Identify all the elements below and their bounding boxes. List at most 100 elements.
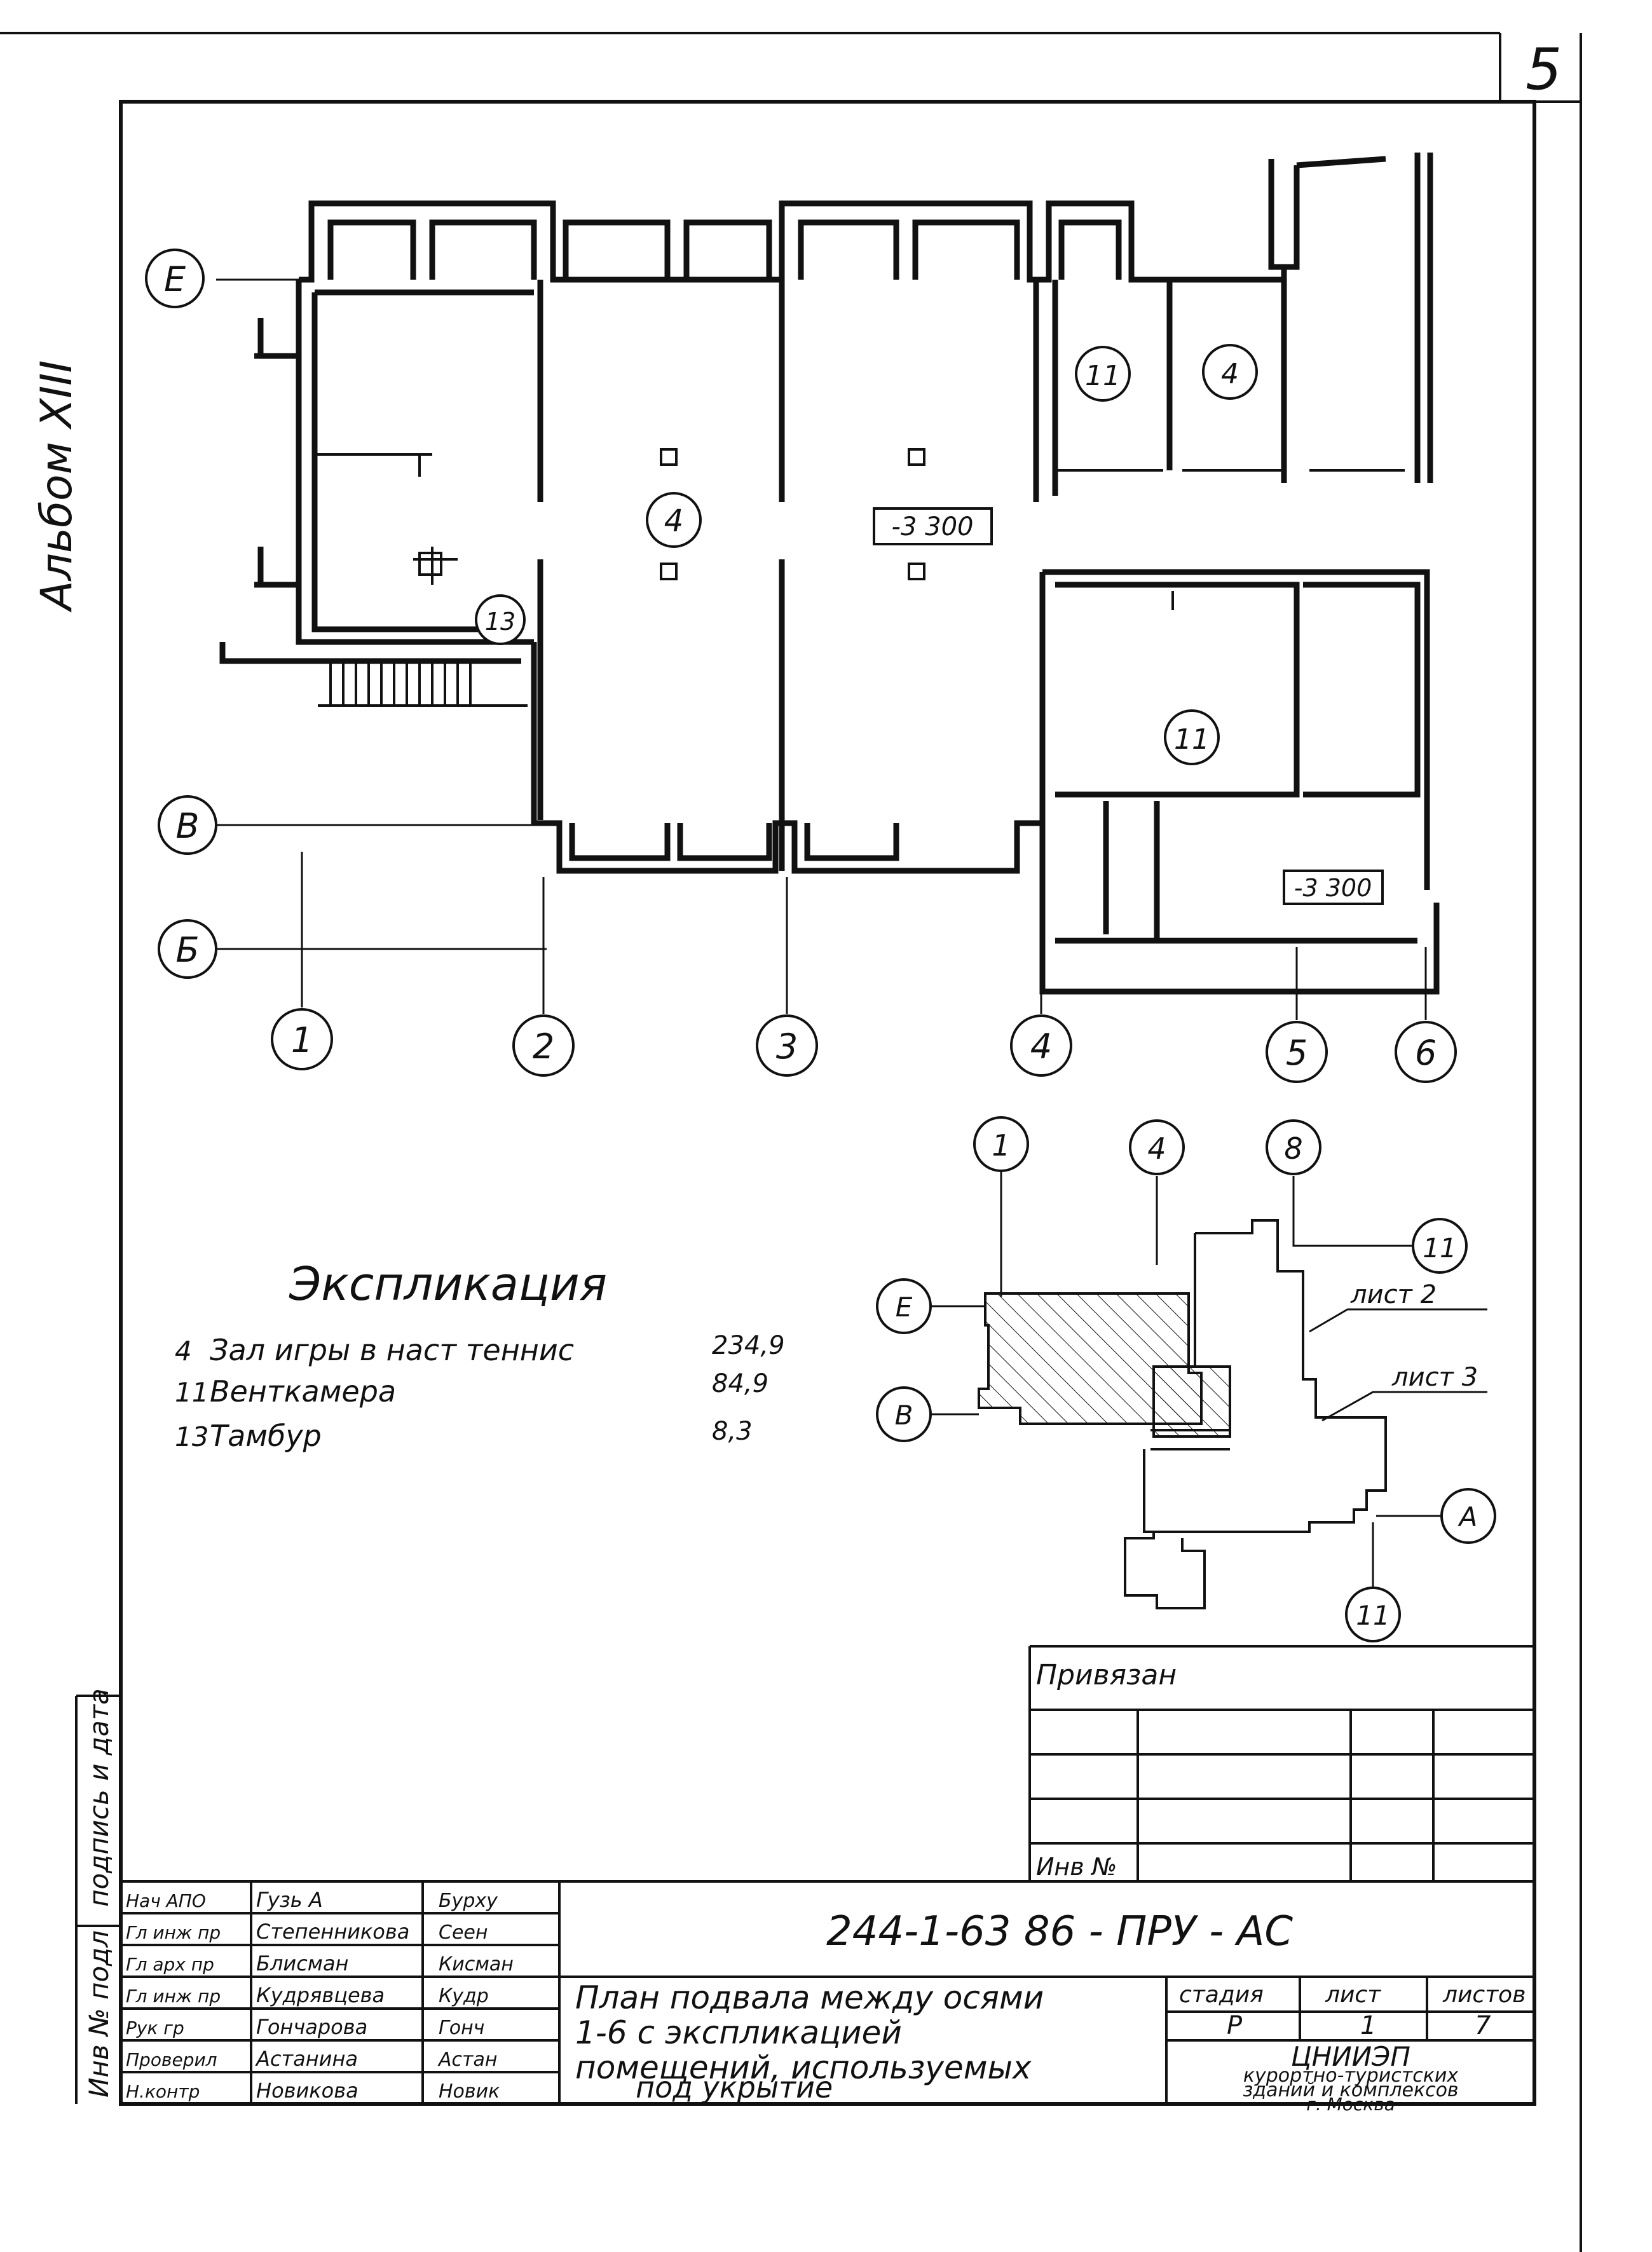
description-line-3: помещений, используемых — [575, 2049, 1032, 2086]
stamp-role: Проверил — [126, 2049, 217, 2070]
stamp-role: Рук гр — [126, 2017, 184, 2038]
org-line-3: зданий и комплексов — [1243, 2079, 1458, 2101]
stamp-role-row: Рук гр Гончарова Гонч — [126, 2015, 484, 2039]
sheets-header: листов — [1442, 1982, 1526, 2008]
explication-title: Экспликация — [289, 1257, 607, 1311]
stage-value: Р — [1227, 2011, 1243, 2040]
privyazan-table — [1028, 1645, 1534, 1881]
stamp-person: Кудрявцева — [256, 1983, 385, 2007]
org-line-4: г. Москва — [1306, 2094, 1395, 2115]
stamp-signature: Новик — [439, 2080, 500, 2103]
sheet-header: лист — [1325, 1982, 1381, 2008]
axis-number-2: 2 — [533, 1027, 554, 1067]
stamp-role: Н.контр — [126, 2081, 200, 2102]
room-tag-11-right: 11 — [1174, 723, 1210, 756]
description-line-4: под укрытие — [636, 2070, 833, 2105]
plan-walls — [219, 153, 1440, 995]
stamp-role-row: Гл инж пр Степенникова Сеен — [126, 1920, 488, 1944]
plan-columns — [418, 448, 925, 580]
explication-row: 13 Тамбур 8,3 — [175, 1417, 753, 1453]
level-mark-hall: -3 300 — [892, 512, 974, 542]
axis-number-bubbles — [271, 1008, 1457, 1083]
inv-label: Инв № — [1036, 1853, 1117, 1881]
key-axis-e: Е — [896, 1292, 913, 1323]
axis-letter-b: Б — [175, 930, 199, 970]
stamp-role-row: Н.контр Новикова Новик — [126, 2078, 500, 2103]
stamp-role: Гл инж пр — [126, 1986, 221, 2007]
axis-number-5: 5 — [1286, 1033, 1307, 1073]
stamp-person: Блисман — [256, 1951, 348, 1976]
key-axis-4: 4 — [1147, 1131, 1166, 1166]
org-line-1: ЦНИИЭП — [1291, 2041, 1410, 2072]
room-tag-11-top: 11 — [1085, 360, 1121, 392]
axis-lines — [216, 278, 1427, 1020]
org-line-2: курортно-туристских — [1243, 2064, 1458, 2087]
explication-row-area: 84,9 — [712, 1369, 768, 1398]
stamp-signature: Кудр — [439, 1985, 489, 2007]
stamp-signature: Гонч — [439, 2017, 484, 2039]
axis-number-3: 3 — [776, 1027, 798, 1067]
key-plan-bubbles — [876, 1116, 1496, 1642]
level-mark-box-hall — [873, 507, 993, 545]
key-sheet-label-2: лист 2 — [1350, 1280, 1437, 1309]
signature-date-label: подпись и дата — [83, 1688, 114, 1907]
level-mark-right: -3 300 — [1294, 874, 1372, 902]
description-line-1: План подвала между осями — [575, 1979, 1044, 2016]
key-plan: 1 4 8 11 Е В А 11 лист 2 лист 3 — [876, 1116, 1496, 1642]
explication-row-name: Венткамера — [210, 1374, 396, 1409]
stage-header: стадия — [1179, 1982, 1264, 2008]
key-plan-leaders — [931, 1171, 1487, 1589]
stamp-role: Нач АПО — [126, 1890, 206, 1911]
stamp-role-row: Нач АПО Гузь А Бурху — [126, 1888, 498, 1912]
room-tag-13: 13 — [485, 608, 515, 636]
axis-number-1: 1 — [291, 1020, 313, 1060]
key-plan-outline — [978, 1219, 1387, 1609]
explication-row-name: Тамбур — [210, 1419, 322, 1453]
drawing-code: 244-1-63 86 - ПРУ - АС — [826, 1908, 1293, 1955]
explication-row-area: 8,3 — [712, 1417, 753, 1446]
stamp-role-row: Гл инж пр Кудрявцева Кудр — [126, 1983, 489, 2007]
sheet-value: 1 — [1360, 2011, 1376, 2040]
stamp-grid — [121, 1880, 1534, 2104]
key-axis-v: В — [895, 1400, 913, 1431]
stamp-role: Гл инж пр — [126, 1922, 221, 1943]
axis-letter-bubbles — [145, 249, 217, 979]
stamp-person: Астанина — [255, 2047, 358, 2071]
key-axis-11: 11 — [1423, 1232, 1456, 1264]
explication-row: 11 Венткамера 84,9 — [175, 1369, 768, 1409]
plan-partitions — [315, 453, 1405, 707]
sheet-number: 5 — [1526, 36, 1562, 103]
stamp-signature: Кисман — [439, 1953, 514, 1976]
sheet-frame — [0, 32, 1582, 2252]
stamp-person: Гончарова — [256, 2015, 367, 2039]
room-tag-bubbles — [475, 344, 1258, 765]
inv-original-label: Инв № подл — [83, 1930, 114, 2098]
stamp-role: Гл арх пр — [126, 1954, 214, 1975]
stamp-signature: Бурху — [439, 1890, 498, 1912]
axis-number-4: 4 — [1030, 1027, 1052, 1067]
explication-row-num: 13 — [175, 1421, 208, 1452]
floor-plan: Е В Б 1 2 3 4 5 6 4 11 4 11 13 — [145, 153, 1457, 1083]
explication-row-num: 4 — [175, 1335, 192, 1367]
axis-letter-e: Е — [164, 259, 186, 299]
key-axis-a: А — [1457, 1501, 1478, 1532]
description-line-2: 1-6 с экспликацией — [575, 2014, 902, 2051]
explication: Экспликация 4 Зал игры в наст теннис 234… — [175, 1257, 785, 1453]
stamp-role-row: Гл арх пр Блисман Кисман — [126, 1951, 514, 1976]
album-label: Альбом XIII — [32, 360, 82, 613]
room-tag-4-hall: 4 — [664, 503, 684, 539]
explication-row-area: 234,9 — [712, 1331, 785, 1360]
axis-number-6: 6 — [1415, 1033, 1437, 1073]
level-mark-box-right — [1283, 870, 1384, 905]
explication-row-num: 11 — [175, 1377, 208, 1408]
stamp-signature: Сеен — [439, 1921, 488, 1944]
title-block: Привязан Инв № 244-1-63 86 - ПРУ - АС На… — [121, 1645, 1534, 2115]
stamp-signature: Астан — [437, 2049, 498, 2071]
stamp-role-row: Проверил Астанина Астан — [126, 2047, 498, 2071]
stamp-person: Гузь А — [256, 1888, 323, 1912]
key-axis-8: 8 — [1284, 1131, 1302, 1166]
axis-letter-v: В — [175, 806, 199, 846]
stamp-person: Степенникова — [256, 1920, 409, 1944]
key-axis-1: 1 — [992, 1128, 1010, 1163]
